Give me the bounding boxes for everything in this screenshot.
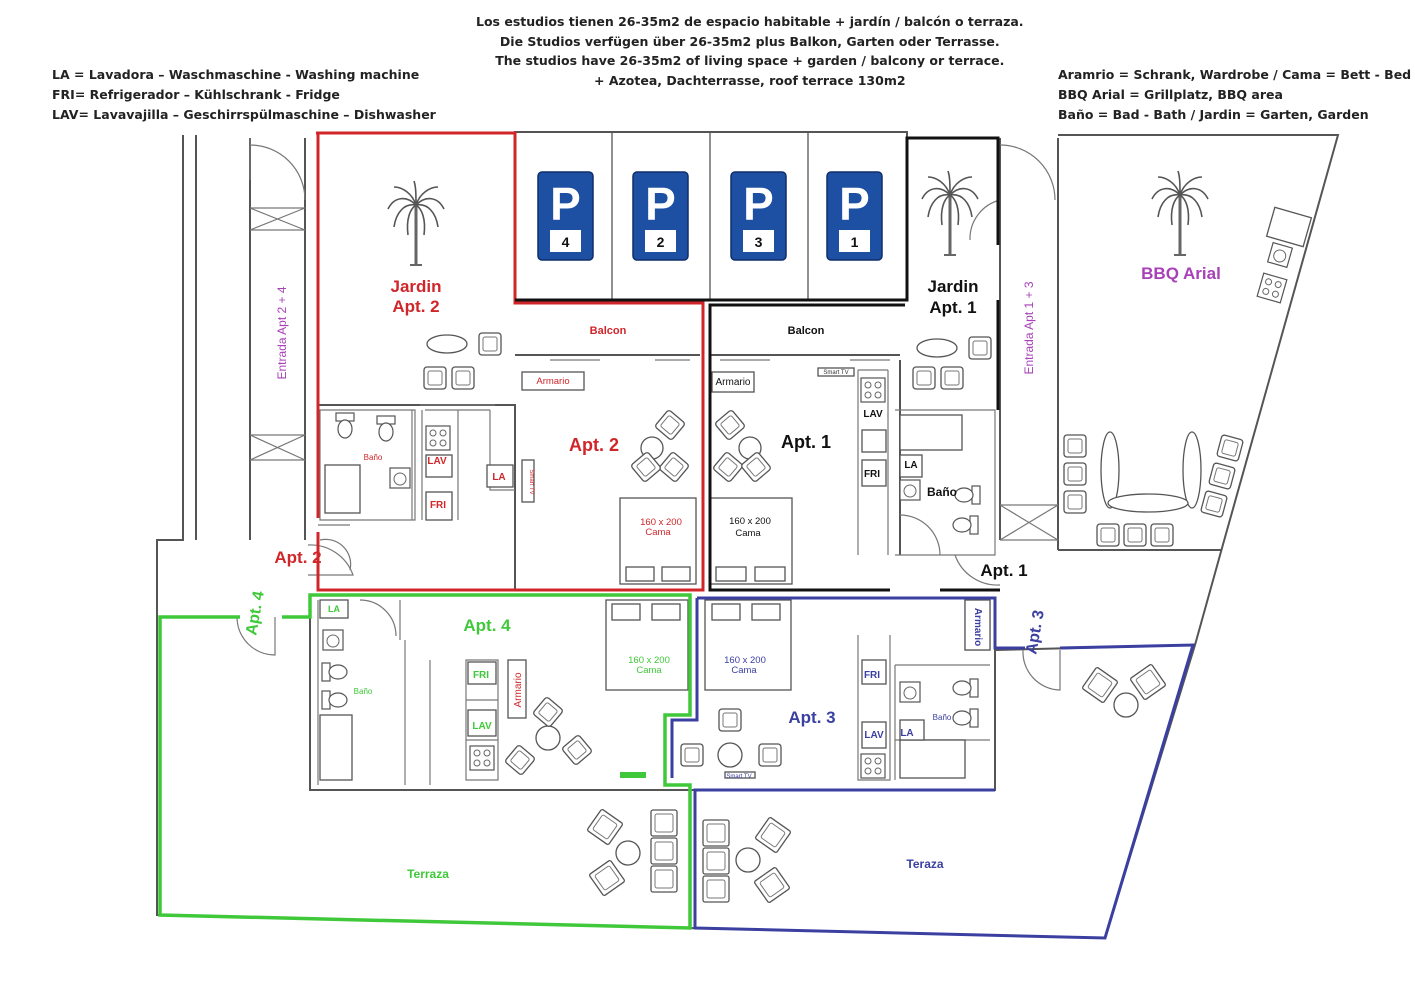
armario-apt1-label: Armario — [715, 377, 750, 388]
legend-bbq: BBQ Arial = Grillplatz, BBQ area — [1058, 87, 1283, 102]
parking-number: 2 — [657, 234, 665, 250]
bbq-area-label: BBQ Arial — [1141, 264, 1221, 283]
entrada-apt-2-4: Entrada Apt 2 + 4 — [275, 286, 289, 379]
bano-apt4-label: Baño — [354, 687, 373, 696]
legend-la: LA = Lavadora – Waschmaschine - Washing … — [52, 67, 420, 82]
header-center-line-4: + Azotea, Dachterrasse, roof terrace 130… — [594, 72, 906, 88]
smart-tv-apt3-label: Smart TV — [726, 774, 751, 780]
parking-letter: P — [645, 178, 676, 230]
bano-apt2-label: Baño — [364, 453, 383, 462]
apt1-door-label: Apt. 1 — [980, 561, 1027, 580]
parking-number: 3 — [755, 234, 763, 250]
lav-apt1-label: LAV — [863, 409, 883, 420]
parking-sign-4: P 4 — [537, 171, 594, 261]
legend-right: Aramrio = Schrank, Wardrobe / Cama = Bet… — [1058, 65, 1411, 125]
bano-apt1-label: Baño — [927, 485, 957, 499]
bed-size-apt4: 160 x 200 — [628, 655, 670, 666]
legend-lav: LAV= Lavavajilla – Geschirrspülmaschine … — [52, 107, 436, 122]
apt2-outline — [316, 131, 705, 592]
apt1-furniture — [709, 367, 981, 585]
terraza-apt3-furniture — [702, 816, 792, 904]
bed-word-apt4: Cama — [636, 665, 662, 676]
lav-apt2-label: LAV — [427, 456, 447, 467]
smart-tv-apt2-label: Smart TV — [528, 469, 534, 494]
header-center-line-1: Los estudios tienen 26-35m2 de espacio h… — [476, 14, 1024, 29]
header-center-line-3: The studios have 26-35m2 of living space… — [495, 53, 1005, 68]
jardin-apt1-label-1: Jardin — [927, 277, 978, 296]
apt4-outline — [158, 593, 692, 930]
legend-bano-jardin: Baño = Bad - Bath / Jardin = Garten, Gar… — [1058, 107, 1369, 122]
parking-letter: P — [743, 178, 774, 230]
la-apt1-label: LA — [904, 460, 917, 471]
parking-sign-2: P 2 — [632, 171, 689, 261]
bano-apt3-label: Baño — [933, 713, 952, 722]
parking-sign-1: P 1 — [826, 171, 883, 261]
smart-tv-apt1-label: Smart TV — [823, 370, 848, 376]
parking-letter: P — [550, 178, 581, 230]
apt1-outline — [515, 136, 1000, 592]
bed-word-apt3: Cama — [731, 665, 757, 676]
palm-jardin-apt1 — [920, 169, 980, 257]
palm-bbq — [1150, 169, 1210, 257]
doors — [236, 199, 1061, 691]
armario-apt4-label: Armario — [513, 672, 524, 707]
apt4-title: Apt. 4 — [463, 616, 511, 635]
apt3-furniture — [680, 599, 991, 779]
fri-apt4-label: FRI — [473, 670, 489, 681]
jardin-apt2-label-2: Apt. 2 — [392, 297, 439, 316]
la-apt3-label: LA — [900, 728, 913, 739]
header-center-line-2: Die Studios verfügen über 26-35m2 plus B… — [499, 33, 1000, 49]
bed-size-apt2: 160 x 200 — [640, 517, 682, 528]
jardin-apt1-label-2: Apt. 1 — [929, 298, 976, 317]
apt2-title: Apt. 2 — [569, 435, 619, 455]
parking-sign-3: P 3 — [730, 171, 787, 261]
balcon-apt2-label: Balcon — [590, 325, 627, 337]
legend-left: LA = Lavadora – Waschmaschine - Washing … — [52, 65, 436, 125]
palm-jardin-apt2 — [386, 179, 446, 267]
bed-word-apt2: Cama — [645, 527, 671, 538]
la-apt2-label: LA — [492, 472, 505, 483]
terraza-apt3-upper-furniture — [1081, 663, 1167, 718]
fri-apt2-label: FRI — [430, 500, 446, 511]
jardin-apt2-label-1: Jardin — [390, 277, 441, 296]
balcon-apt1-label: Balcon — [788, 325, 825, 337]
header-center: Los estudios tienen 26-35m2 de espacio h… — [476, 12, 1024, 90]
fri-apt1-label: FRI — [864, 469, 880, 480]
lav-apt3-label: LAV — [864, 730, 884, 741]
teraza-apt3-label: Teraza — [906, 857, 943, 871]
bed-word-apt1: Cama — [735, 528, 761, 539]
entrada-apt-1-3: Entrada Apt 1 + 3 — [1022, 281, 1036, 374]
lav-apt4-label: LAV — [472, 721, 492, 732]
bed-size-apt3: 160 x 200 — [724, 655, 766, 666]
legend-armario-cama: Aramrio = Schrank, Wardrobe / Cama = Bet… — [1058, 67, 1412, 82]
parking-letter: P — [839, 178, 870, 230]
apt3-outline — [670, 596, 1196, 940]
terraza-apt4-label: Terraza — [407, 867, 449, 881]
apt2-door-label: Apt. 2 — [274, 548, 321, 567]
bbq-furniture — [1063, 206, 1313, 547]
armario-apt2-label: Armario — [536, 376, 569, 387]
apt4-furniture — [319, 599, 689, 781]
parking-number: 1 — [851, 234, 859, 250]
apt2-furniture — [324, 371, 697, 585]
legend-fri: FRI= Refrigerador – Kühlschrank - Fridge — [52, 87, 340, 102]
apt1-title: Apt. 1 — [781, 432, 831, 452]
bed-size-apt1: 160 x 200 — [729, 516, 771, 527]
apt3-title: Apt. 3 — [788, 708, 835, 727]
armario-apt3-label: Armario — [972, 608, 983, 646]
apt4-door-label: Apt. 4 — [243, 590, 267, 637]
fri-apt3-label: FRI — [864, 670, 880, 681]
la-apt4-label: LA — [328, 604, 340, 614]
terraza-apt4-furniture — [586, 808, 678, 897]
jardin-apt1-furniture — [912, 336, 992, 390]
jardin-apt2-furniture — [423, 332, 502, 390]
parking-number: 4 — [562, 234, 570, 250]
